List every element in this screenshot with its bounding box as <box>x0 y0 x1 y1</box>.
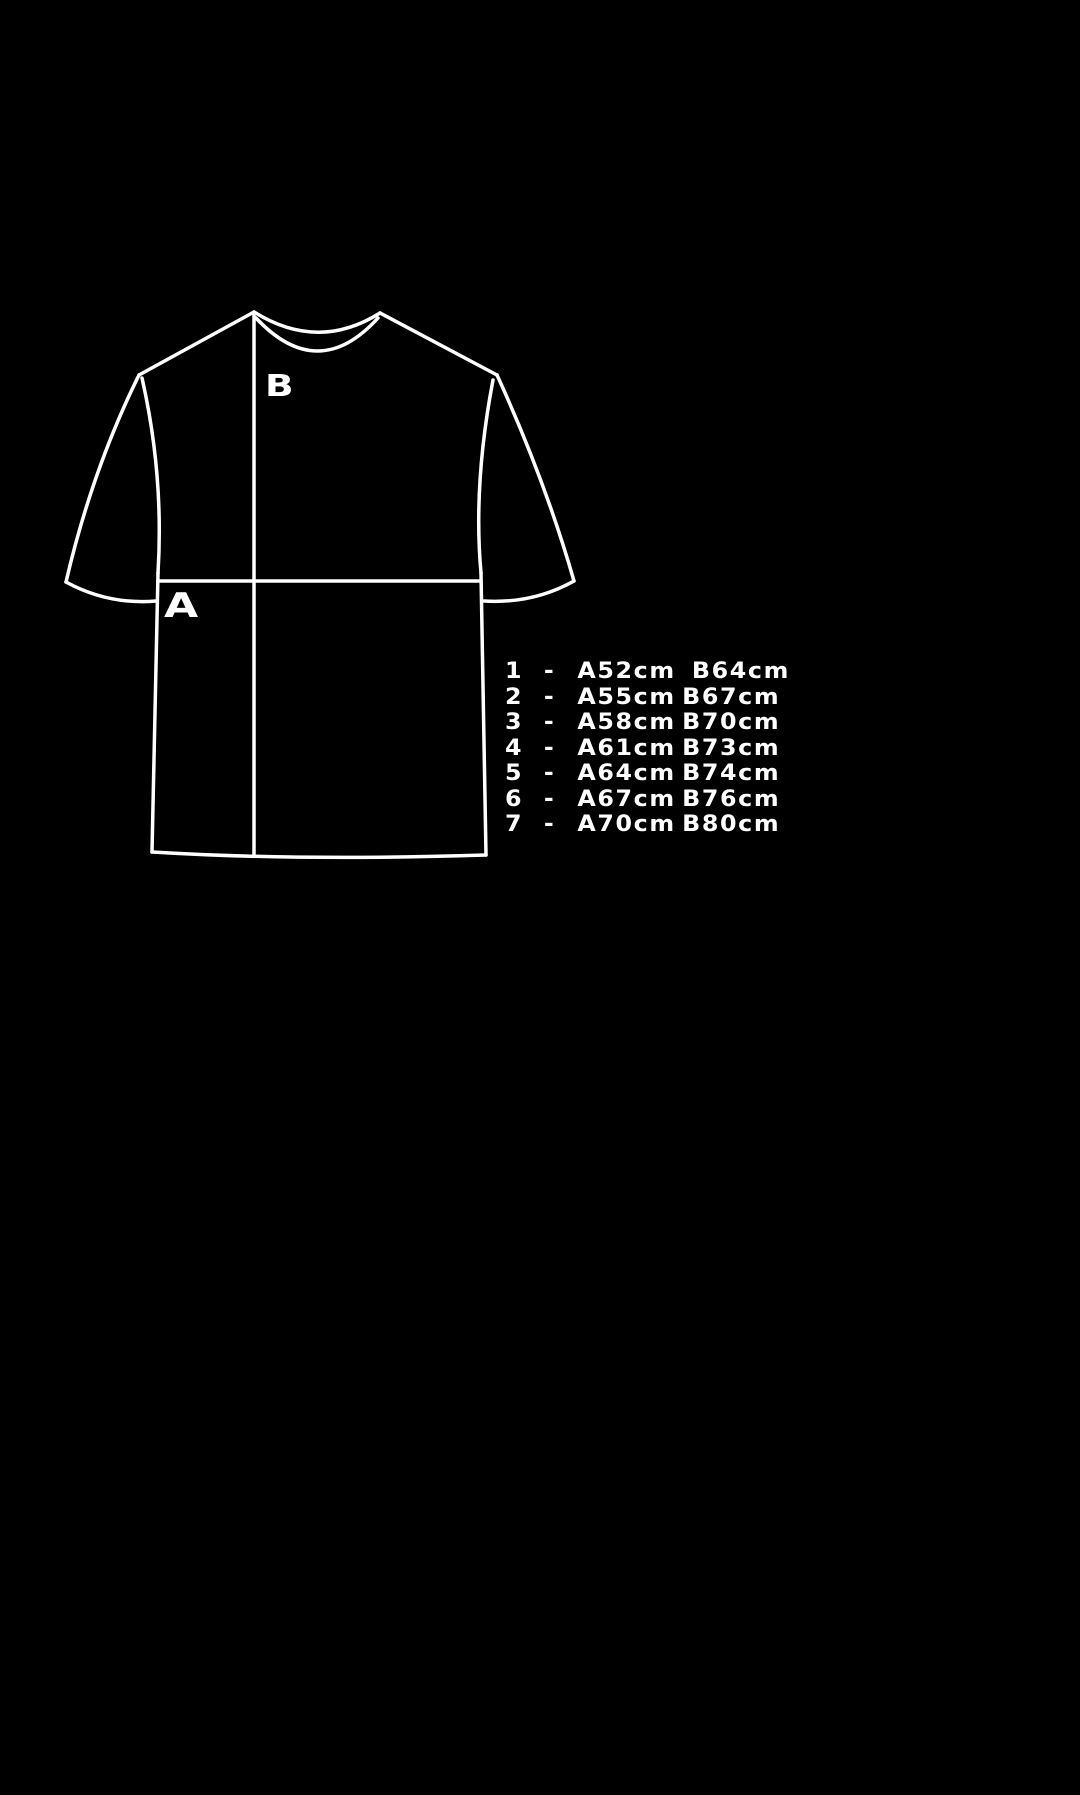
left-sleeve-hem <box>64 580 158 604</box>
size-row: 3 - A58cm B70cm <box>505 710 790 736</box>
left-shoulder-seam <box>137 310 256 377</box>
width-measurement: A61cm <box>577 735 676 761</box>
size-row: 6 - A67cm B76cm <box>505 787 790 813</box>
collar-outer-curve <box>254 316 380 353</box>
separator-dash: - <box>543 735 556 761</box>
size-row: 7 - A70cm B80cm <box>505 812 790 838</box>
separator-dash: - <box>543 761 556 787</box>
size-number: 7 <box>505 812 524 838</box>
size-row: 4 - A61cm B73cm <box>505 736 790 762</box>
separator-dash: - <box>543 710 556 736</box>
bottom-hem <box>150 850 488 860</box>
right-shoulder-seam <box>378 311 499 377</box>
left-sleeve-body-seam <box>140 376 162 575</box>
separator-dash: - <box>543 812 556 838</box>
width-measurement: A67cm <box>577 786 676 812</box>
width-label-a: A <box>164 586 200 626</box>
width-measurement: A52cm <box>577 659 676 685</box>
right-sleeve-body-seam <box>476 378 495 575</box>
collar-inner-curve <box>252 310 382 334</box>
right-sleeve-hem <box>482 579 576 604</box>
width-measurement: A70cm <box>577 812 676 838</box>
length-measurement: B70cm <box>682 710 781 736</box>
width-measurement: A55cm <box>577 684 676 710</box>
length-measurement: B67cm <box>682 684 781 710</box>
width-measurement: A58cm <box>577 710 676 736</box>
right-sleeve-outer-edge <box>495 373 576 583</box>
size-row: 5 - A64cm B74cm <box>505 761 790 787</box>
separator-dash: - <box>543 684 556 710</box>
size-row: 2 - A55cm B67cm <box>505 685 790 711</box>
width-measurement: A64cm <box>577 761 676 787</box>
size-number: 5 <box>505 761 524 787</box>
size-row: 1 - A52cm B64cm <box>505 659 790 685</box>
size-chart: 1 - A52cm B64cm 2 - A55cm B67cm 3 - A58c… <box>505 659 790 838</box>
right-body-seam <box>479 571 488 857</box>
length-measurement: B76cm <box>682 786 781 812</box>
length-measurement: B74cm <box>682 761 781 787</box>
size-number: 3 <box>505 710 524 736</box>
length-measurement: B73cm <box>682 735 781 761</box>
separator-dash: - <box>543 659 556 685</box>
size-number: 2 <box>505 684 524 710</box>
length-label-b: B <box>265 369 295 404</box>
length-measurement: B80cm <box>682 812 781 838</box>
left-body-seam <box>150 571 160 854</box>
left-sleeve-outer-edge <box>64 373 141 584</box>
separator-dash: - <box>543 786 556 812</box>
size-number: 6 <box>505 786 524 812</box>
length-measurement: B64cm <box>691 659 790 685</box>
size-number: 4 <box>505 735 524 761</box>
size-number: 1 <box>505 659 524 685</box>
